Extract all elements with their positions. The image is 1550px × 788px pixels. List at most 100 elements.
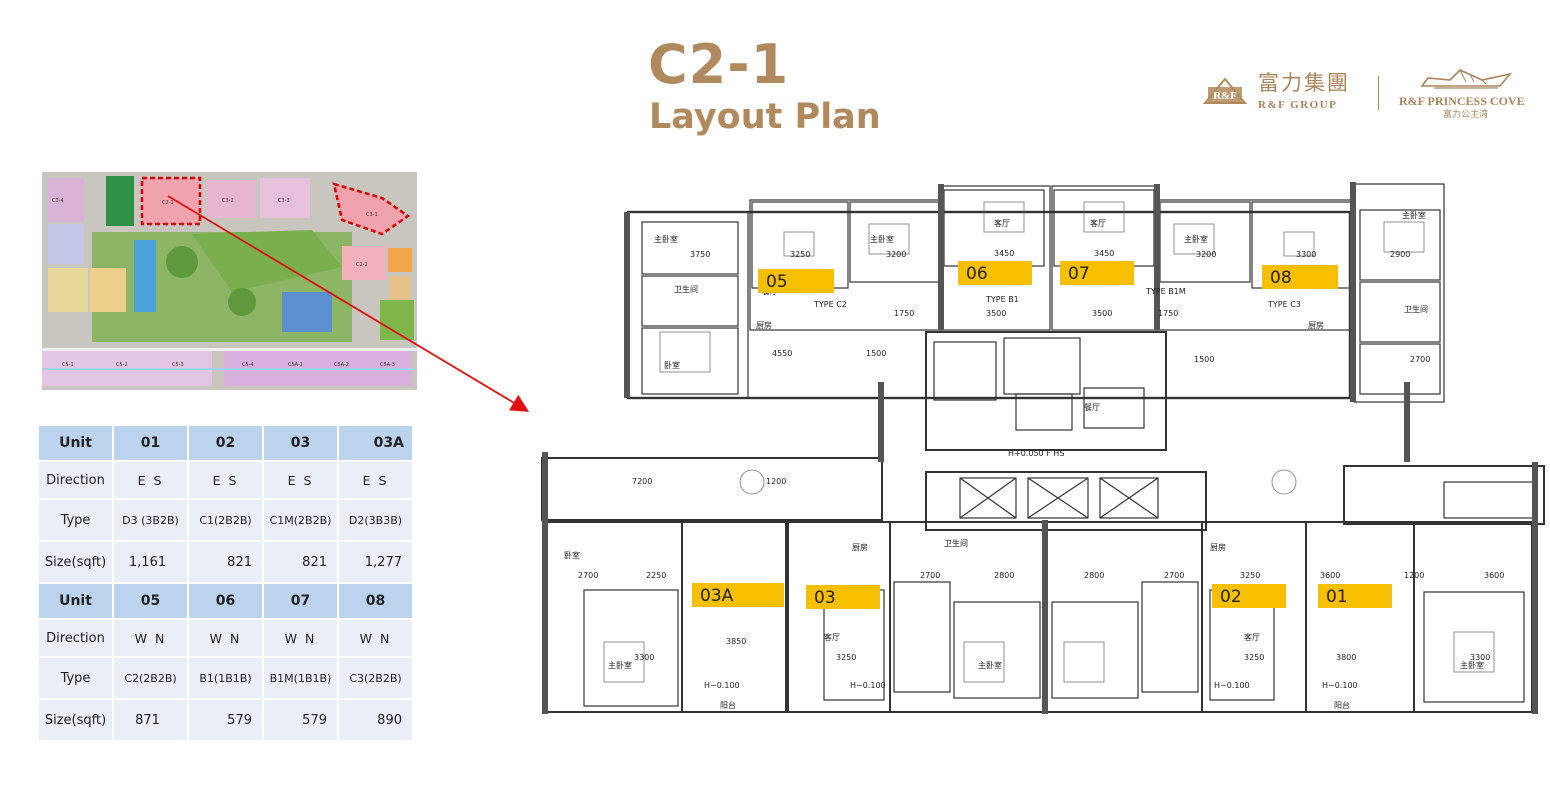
svg-text:餐厅: 餐厅 xyxy=(1084,403,1100,412)
row-label: Type xyxy=(39,500,112,540)
svg-text:C3-4: C3-4 xyxy=(52,198,64,204)
svg-text:3250: 3250 xyxy=(836,653,856,662)
princess-cove-ship-icon xyxy=(1420,69,1512,89)
table-row: Size(sqft) 871 579 579 890 xyxy=(39,700,412,740)
svg-text:主卧室: 主卧室 xyxy=(654,234,678,244)
table-cell: 821 xyxy=(264,542,337,582)
table-header-cell: Unit xyxy=(39,426,112,460)
table-row: Size(sqft) 1,161 821 821 1,277 xyxy=(39,542,412,582)
unit-tag-05: 05 xyxy=(758,269,834,293)
unit-tag-03a: 03A xyxy=(692,583,784,607)
svg-text:3600: 3600 xyxy=(1320,571,1340,580)
svg-text:H−0.100: H−0.100 xyxy=(1214,681,1250,690)
floor-plan-drawing: TYPE C2 TYPE C3 TYPE B1 TYPE B1M H+0.050… xyxy=(541,182,1545,714)
table-cell: C1M(2B2B) xyxy=(264,500,337,540)
svg-text:TYPE C3: TYPE C3 xyxy=(1267,300,1301,309)
svg-text:3750: 3750 xyxy=(690,250,710,259)
table-cell: 1,277 xyxy=(339,542,412,582)
svg-text:C3-2: C3-2 xyxy=(222,198,234,204)
svg-text:主卧室: 主卧室 xyxy=(1184,234,1208,244)
svg-text:TYPE C2: TYPE C2 xyxy=(813,300,847,309)
svg-text:客厅: 客厅 xyxy=(1244,632,1260,642)
project-name-en: R&F PRINCESS COVE xyxy=(1399,94,1525,108)
table-cell: E S xyxy=(339,462,412,498)
group-name-en: R&F GROUP xyxy=(1258,99,1338,111)
table-cell: W N xyxy=(114,620,187,656)
table-cell: W N xyxy=(189,620,262,656)
unit-tag-03: 03 xyxy=(806,585,880,609)
svg-text:3500: 3500 xyxy=(986,309,1006,318)
svg-text:客厅: 客厅 xyxy=(824,632,840,642)
table-row: Direction W N W N W N W N xyxy=(39,620,412,656)
svg-text:H−0.100: H−0.100 xyxy=(1322,681,1358,690)
row-label: Size(sqft) xyxy=(39,700,112,740)
table-cell: C1(2B2B) xyxy=(189,500,262,540)
project-name-cn: 富力公主湾 xyxy=(1443,110,1489,120)
svg-text:1500: 1500 xyxy=(866,349,886,358)
row-label: Direction xyxy=(39,462,112,498)
svg-text:3200: 3200 xyxy=(1196,250,1216,259)
svg-text:厨房: 厨房 xyxy=(756,320,772,330)
svg-text:阳台: 阳台 xyxy=(720,700,736,710)
table-cell: D3 (3B2B) xyxy=(114,500,187,540)
svg-text:C5-3: C5-3 xyxy=(172,362,184,368)
svg-text:C5-2: C5-2 xyxy=(116,362,128,368)
svg-text:卧室: 卧室 xyxy=(564,550,580,560)
svg-text:3450: 3450 xyxy=(994,249,1014,258)
svg-text:2250: 2250 xyxy=(646,571,666,580)
svg-text:C5-1: C5-1 xyxy=(62,362,74,368)
svg-text:C3-3: C3-3 xyxy=(278,198,290,204)
svg-text:主卧室: 主卧室 xyxy=(1402,210,1426,220)
group-name-cn: 富力集團 xyxy=(1258,71,1350,95)
svg-text:3200: 3200 xyxy=(886,250,906,259)
svg-text:主卧室: 主卧室 xyxy=(1460,660,1484,670)
table-cell: B1M(1B1B) xyxy=(264,658,337,698)
table-row: Type D3 (3B2B) C1(2B2B) C1M(2B2B) D2(3B3… xyxy=(39,500,412,540)
table-cell: B1(1B1B) xyxy=(189,658,262,698)
row-label: Type xyxy=(39,658,112,698)
page-title: C2-1 xyxy=(648,33,790,96)
table-header-row: Unit 01 02 03 03A xyxy=(39,426,412,460)
svg-text:7200: 7200 xyxy=(632,477,652,486)
svg-text:R&F: R&F xyxy=(1213,90,1237,102)
svg-text:1500: 1500 xyxy=(1194,355,1214,364)
svg-text:1750: 1750 xyxy=(1158,309,1178,318)
svg-text:2700: 2700 xyxy=(1164,571,1184,580)
table-cell: 579 xyxy=(264,700,337,740)
unit-tag-07: 07 xyxy=(1060,261,1134,285)
table-header-cell: 06 xyxy=(189,584,262,618)
table-header-cell: 03A xyxy=(339,426,412,460)
unit-table: Unit 01 02 03 03A Direction E S E S E S … xyxy=(37,424,414,742)
svg-text:C5A-3: C5A-3 xyxy=(380,362,395,368)
svg-text:3250: 3250 xyxy=(790,250,810,259)
table-cell: E S xyxy=(114,462,187,498)
svg-text:2900: 2900 xyxy=(1390,250,1410,259)
svg-text:H−0.100: H−0.100 xyxy=(704,681,740,690)
svg-text:2800: 2800 xyxy=(1084,571,1104,580)
table-header-cell: 02 xyxy=(189,426,262,460)
svg-text:3300: 3300 xyxy=(634,653,654,662)
table-row: Type C2(2B2B) B1(1B1B) B1M(1B1B) C3(2B2B… xyxy=(39,658,412,698)
svg-text:2700: 2700 xyxy=(1410,355,1430,364)
svg-text:H−0.100: H−0.100 xyxy=(850,681,886,690)
svg-text:卫生间: 卫生间 xyxy=(944,538,968,548)
rf-logo-icon: R&F xyxy=(1202,77,1248,104)
svg-text:卫生间: 卫生间 xyxy=(674,284,698,294)
svg-text:C5-4: C5-4 xyxy=(242,362,254,368)
site-plan-map: C2-1 C3-1 C3-2 C3-3 C2-2 C3-4 C5-1 C5-2 … xyxy=(42,172,417,390)
table-row: Direction E S E S E S E S xyxy=(39,462,412,498)
table-header-row: Unit 05 06 07 08 xyxy=(39,584,412,618)
svg-text:4550: 4550 xyxy=(772,349,792,358)
table-cell: 1,161 xyxy=(114,542,187,582)
table-cell: C2(2B2B) xyxy=(114,658,187,698)
svg-text:3250: 3250 xyxy=(1244,653,1264,662)
svg-text:客厅: 客厅 xyxy=(1090,218,1106,228)
svg-text:C5A-1: C5A-1 xyxy=(288,362,303,368)
table-header-cell: 01 xyxy=(114,426,187,460)
svg-text:C2-2: C2-2 xyxy=(356,262,368,268)
table-cell: E S xyxy=(264,462,337,498)
svg-text:C5A-2: C5A-2 xyxy=(334,362,349,368)
svg-text:TYPE B1: TYPE B1 xyxy=(985,295,1019,304)
logo-divider xyxy=(1378,76,1379,110)
svg-text:3250: 3250 xyxy=(1240,571,1260,580)
